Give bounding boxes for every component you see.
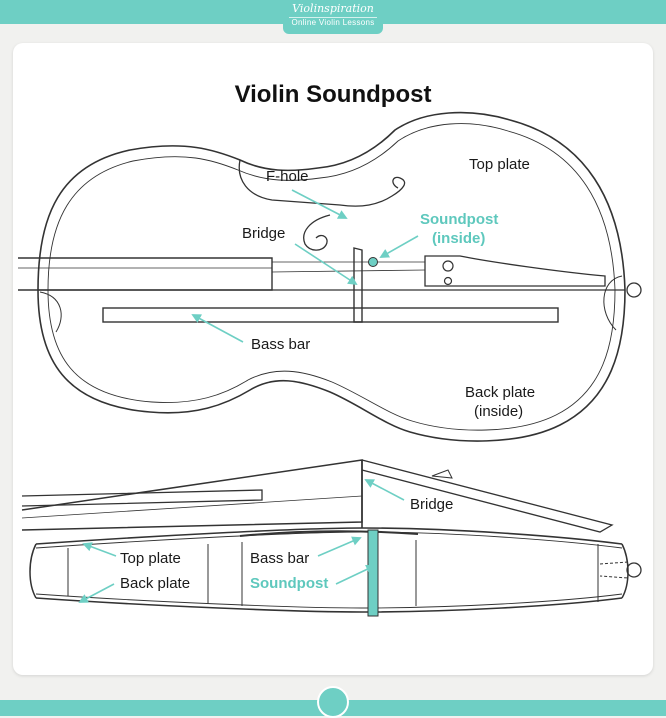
label-back-plate: Back plate	[465, 384, 535, 401]
label-side-bass-bar: Bass bar	[250, 550, 309, 567]
side-back-plate	[35, 597, 623, 613]
label-side-back-plate: Back plate	[120, 575, 190, 592]
purfling-upper	[47, 123, 616, 291]
label-soundpost: Soundpost	[420, 211, 498, 228]
label-top-plate: Top plate	[469, 156, 530, 173]
violin-body-outline	[37, 111, 626, 291]
brand-logo[interactable]: Violinspiration Online Violin Lessons	[283, 0, 383, 34]
f-hole	[238, 159, 406, 251]
label-back-plate-inside: (inside)	[474, 403, 523, 420]
label-side-top-plate: Top plate	[120, 550, 181, 567]
string	[271, 269, 426, 273]
end-block	[603, 275, 623, 331]
soundpost-top-marker	[368, 257, 378, 267]
side-bass-bar	[239, 530, 419, 537]
label-side-bridge: Bridge	[410, 496, 453, 513]
side-soundpost	[367, 529, 379, 617]
purfling-lower	[47, 289, 616, 431]
label-soundpost-inside: (inside)	[432, 230, 485, 247]
tailpiece	[424, 255, 606, 287]
label-bridge: Bridge	[242, 225, 285, 242]
brand-tagline: Online Violin Lessons	[289, 17, 377, 28]
bass-bar	[102, 307, 559, 323]
side-end-pin	[599, 561, 629, 579]
violin-side-view	[21, 459, 642, 613]
diagram-card	[13, 43, 653, 675]
side-tailpiece	[361, 459, 614, 533]
bridge	[353, 247, 363, 323]
brand-name: Violinspiration	[292, 2, 374, 15]
arrows-side-view	[78, 479, 405, 603]
label-bass-bar: Bass bar	[251, 336, 310, 353]
violin-body-outline-lower	[37, 289, 626, 442]
end-button	[626, 282, 642, 298]
label-f-hole: F-hole	[266, 168, 309, 185]
fingerboard	[18, 257, 273, 291]
violin-logo-icon	[317, 686, 349, 718]
arrows-top-view	[191, 189, 419, 343]
diagram-title: Violin Soundpost	[235, 81, 432, 108]
neck-block	[39, 291, 62, 333]
violin-top-view	[18, 111, 642, 442]
label-side-soundpost: Soundpost	[250, 575, 328, 592]
